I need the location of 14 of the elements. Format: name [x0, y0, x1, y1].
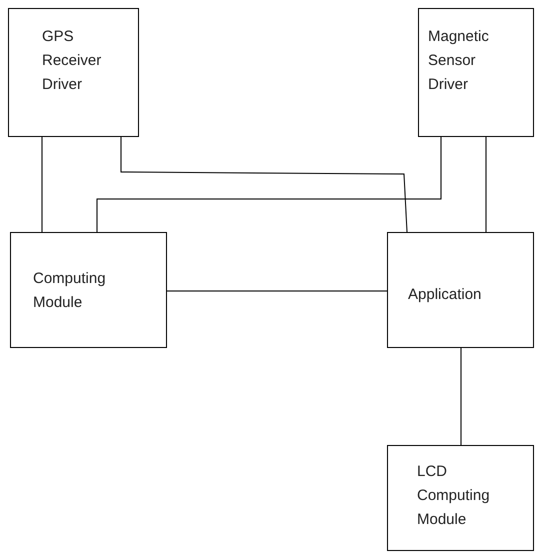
module-box — [387, 445, 534, 551]
connector-line — [120, 136, 408, 232]
module-label: GPS Receiver Driver — [42, 27, 102, 95]
connector-line — [96, 136, 442, 232]
module-box — [418, 8, 534, 137]
module-box — [8, 8, 139, 137]
module-box — [10, 232, 167, 348]
module-label: Magnetic Sensor Driver — [428, 27, 490, 95]
connector-line — [166, 290, 388, 292]
module-label: Computing Module — [33, 269, 107, 313]
module-label: Application — [408, 285, 482, 305]
module-box — [387, 232, 534, 348]
module-label: LCD Computing Module — [417, 462, 491, 530]
connector-line — [460, 348, 462, 446]
